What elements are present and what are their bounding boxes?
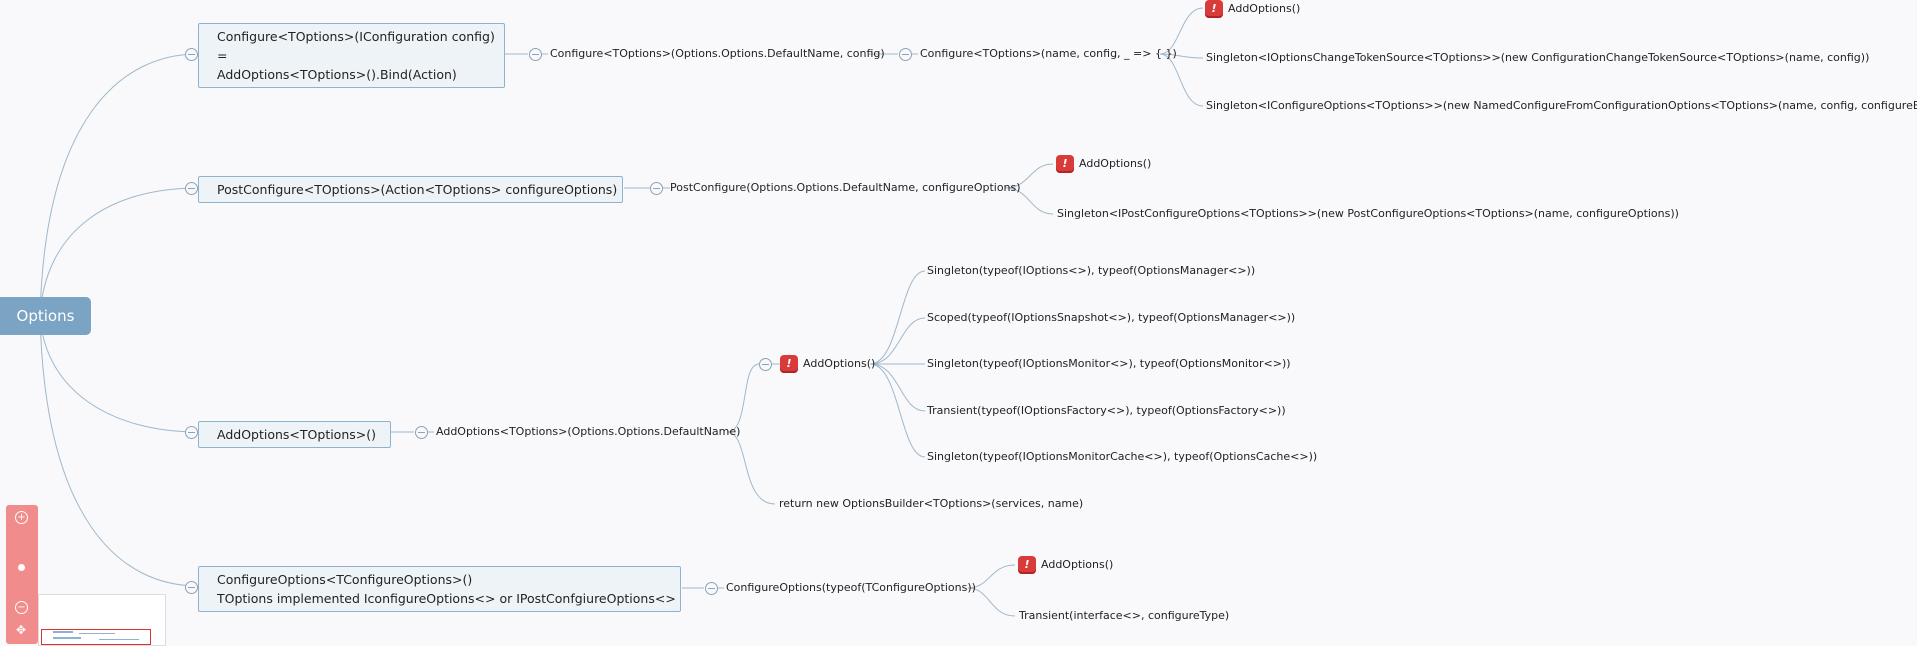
singleton-postconfigure-leaf[interactable]: Singleton<IPostConfigureOptions<TOptions…	[1057, 207, 1679, 220]
collapse-toggle-icon[interactable]	[415, 426, 428, 439]
branch-addoptions-line-1: AddOptions<TOptions>()	[217, 427, 376, 442]
priority-1-icon: !	[1018, 556, 1036, 574]
zoom-in-icon[interactable]: +	[15, 511, 28, 524]
addoptions-leaf[interactable]: ! AddOptions()	[1018, 556, 1113, 574]
configureoptions-typeof-node[interactable]: ConfigureOptions(typeof(TConfigureOption…	[726, 581, 976, 594]
singleton-change-token-leaf[interactable]: Singleton<IOptionsChangeTokenSource<TOpt…	[1206, 51, 1870, 64]
collapse-toggle-icon[interactable]	[185, 426, 198, 439]
collapse-toggle-icon[interactable]	[759, 358, 772, 371]
addoptions-leaf[interactable]: ! AddOptions()	[1205, 0, 1300, 18]
transient-interface-leaf[interactable]: Transient(interface<>, configureType)	[1019, 609, 1230, 622]
minimap-panel[interactable]	[38, 594, 166, 646]
singleton-ioptions-leaf[interactable]: Singleton(typeof(IOptions<>), typeof(Opt…	[927, 264, 1256, 277]
addoptions-label: AddOptions()	[1228, 2, 1301, 15]
collapse-toggle-icon[interactable]	[705, 582, 718, 595]
zoom-out-icon[interactable]: −	[15, 601, 28, 614]
addoptions-leaf[interactable]: ! AddOptions()	[1056, 155, 1151, 173]
minimap-branch	[79, 633, 115, 634]
branch-configure-line-2: =	[217, 48, 228, 63]
zoom-slider-handle[interactable]	[18, 564, 25, 571]
addoptions-label: AddOptions()	[1041, 558, 1114, 571]
branch-configureoptions-line-1: ConfigureOptions<TConfigureOptions>()	[217, 572, 473, 587]
branch-postconfigure-box[interactable]: PostConfigure<TOptions>(Action<TOptions>…	[198, 176, 623, 203]
branch-configureoptions-box[interactable]: ConfigureOptions<TConfigureOptions>() TO…	[198, 566, 681, 612]
configure-default-name-node[interactable]: Configure<TOptions>(Options.Options.Defa…	[550, 47, 885, 60]
branch-configure-line-3: AddOptions<TOptions>().Bind(Action)	[217, 67, 457, 82]
addoptions-registration-node[interactable]: ! AddOptions()	[780, 355, 875, 373]
minimap-branch	[53, 637, 81, 639]
addoptions-default-name-node[interactable]: AddOptions<TOptions>(Options.Options.Def…	[436, 425, 741, 438]
branch-configure-line-1: Configure<TOptions>(IConfiguration confi…	[217, 29, 495, 44]
addoptions-label: AddOptions()	[803, 357, 876, 370]
collapse-toggle-icon[interactable]	[185, 48, 198, 61]
branch-addoptions-box[interactable]: AddOptions<TOptions>()	[198, 421, 391, 448]
priority-1-icon: !	[1056, 155, 1074, 173]
priority-1-icon: !	[780, 355, 798, 373]
collapse-toggle-icon[interactable]	[529, 48, 542, 61]
transient-ioptionsfactory-leaf[interactable]: Transient(typeof(IOptionsFactory<>), typ…	[927, 404, 1286, 417]
collapse-toggle-icon[interactable]	[185, 182, 198, 195]
singleton-configure-options-leaf[interactable]: Singleton<IConfigureOptions<TOptions>>(n…	[1206, 99, 1917, 112]
scoped-ioptionssnapshot-leaf[interactable]: Scoped(typeof(IOptionsSnapshot<>), typeo…	[927, 311, 1296, 324]
branch-configureoptions-line-2: TOptions implemented IconfigureOptions<>…	[217, 591, 676, 606]
collapse-toggle-icon[interactable]	[650, 182, 663, 195]
priority-1-icon: !	[1205, 0, 1223, 18]
collapse-toggle-icon[interactable]	[899, 48, 912, 61]
minimap-branch	[99, 639, 139, 640]
root-node-options[interactable]: Options	[0, 297, 91, 335]
root-label: Options	[16, 307, 75, 325]
minimap-branch	[53, 631, 73, 633]
zoom-control-panel: + − ✥	[6, 505, 38, 644]
return-optionsbuilder-leaf[interactable]: return new OptionsBuilder<TOptions>(serv…	[779, 497, 1084, 510]
singleton-ioptionsmonitorcache-leaf[interactable]: Singleton(typeof(IOptionsMonitorCache<>)…	[927, 450, 1318, 463]
configure-name-config-node[interactable]: Configure<TOptions>(name, config, _ => {…	[920, 47, 1177, 60]
collapse-toggle-icon[interactable]	[185, 581, 198, 594]
postconfigure-default-name-node[interactable]: PostConfigure(Options.Options.DefaultNam…	[670, 181, 1021, 194]
move-icon[interactable]: ✥	[15, 623, 27, 637]
branch-postconfigure-line-1: PostConfigure<TOptions>(Action<TOptions>…	[217, 182, 618, 197]
branch-configure-box[interactable]: Configure<TOptions>(IConfiguration confi…	[198, 23, 505, 88]
singleton-ioptionsmonitor-leaf[interactable]: Singleton(typeof(IOptionsMonitor<>), typ…	[927, 357, 1291, 370]
addoptions-label: AddOptions()	[1079, 157, 1152, 170]
